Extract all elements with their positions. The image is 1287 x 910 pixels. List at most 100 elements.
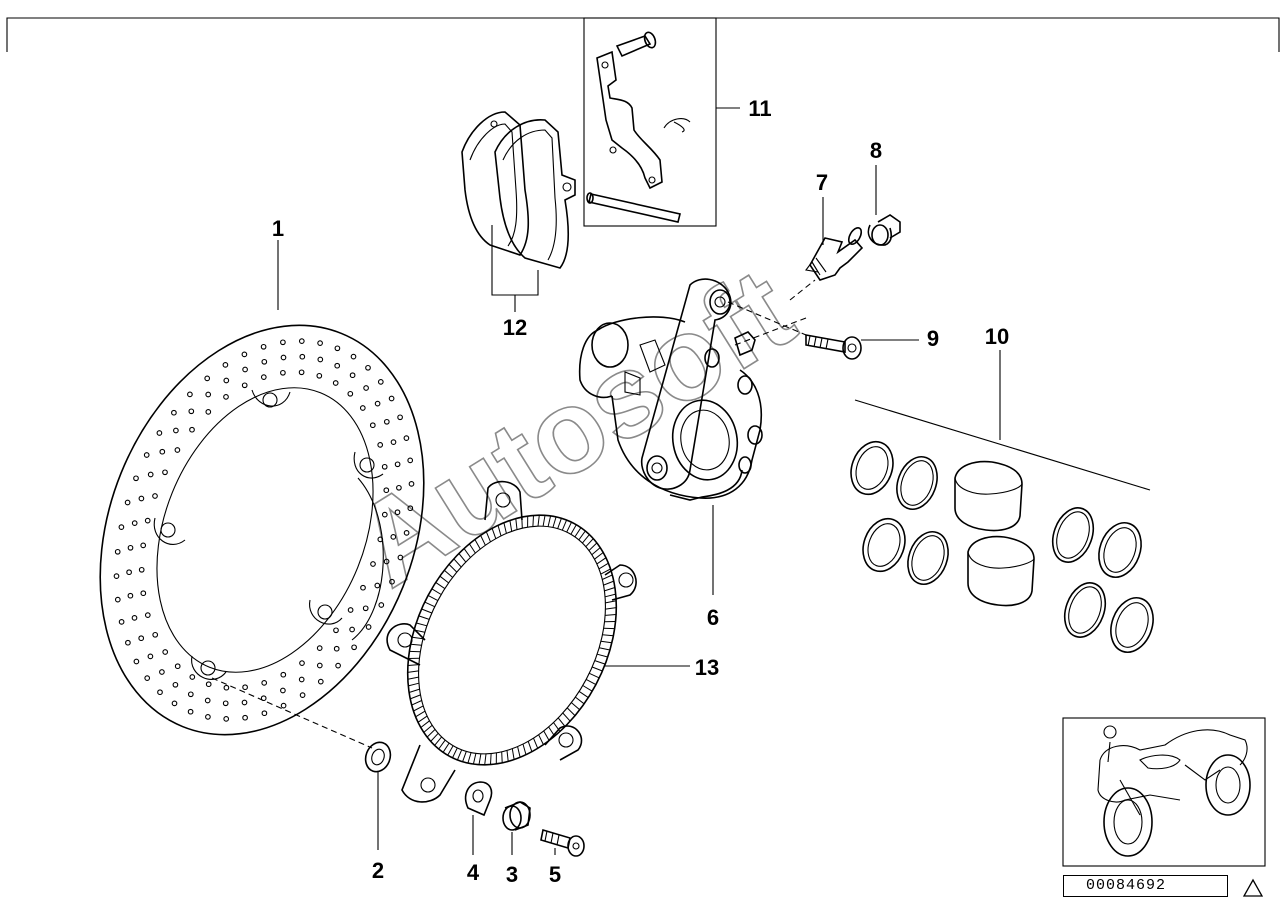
disc-hole — [187, 391, 193, 398]
disc-hole — [363, 385, 369, 391]
disc-hole — [241, 382, 248, 389]
pistons — [954, 460, 1035, 607]
ring-tooth — [598, 562, 609, 570]
disc-hole — [333, 627, 339, 634]
kit-spring-plate — [596, 50, 663, 190]
ring-tooth — [589, 672, 600, 679]
disc-hole — [396, 484, 402, 491]
disc-hole — [381, 511, 388, 518]
brake-caliper[interactable] — [578, 278, 763, 501]
disc-hole — [173, 427, 179, 434]
caliper-bolt[interactable] — [805, 334, 862, 360]
ring-tooth — [447, 745, 454, 756]
disc-hole — [205, 391, 212, 398]
disc-hole — [397, 414, 403, 421]
lock-plate[interactable] — [464, 781, 493, 817]
disc-hole — [365, 364, 371, 371]
ring-tooth — [603, 580, 614, 586]
ring-tooth — [416, 622, 428, 627]
disc-hole — [351, 644, 357, 651]
ring-tooth — [463, 548, 471, 558]
ring-tooth — [468, 543, 476, 554]
disc-hole — [140, 590, 147, 597]
disc-hole — [187, 708, 194, 715]
disc-hole — [334, 345, 341, 352]
ring-tooth — [605, 614, 617, 616]
disc-hole — [147, 653, 154, 660]
ring-tooth — [582, 685, 593, 692]
ring-tooth — [588, 542, 598, 551]
ring-tooth — [604, 593, 616, 598]
disc-hole — [388, 395, 395, 402]
brake-disc[interactable] — [42, 276, 483, 783]
disc-hole — [114, 596, 121, 603]
disc-hole — [159, 669, 165, 675]
disc-hole — [359, 405, 366, 411]
dust-cap[interactable] — [867, 214, 901, 246]
ring-tooth — [410, 694, 421, 700]
ring-tooth — [467, 752, 472, 764]
disc-hole — [377, 536, 384, 543]
disc-hole — [127, 592, 134, 599]
disc-hole — [114, 548, 121, 555]
ring-tooth — [407, 676, 419, 680]
disc-hole — [317, 340, 323, 346]
disc-hole — [407, 457, 414, 464]
disc-hole — [174, 447, 181, 453]
disc-hole — [125, 639, 131, 646]
ring-tooth — [435, 581, 446, 590]
leader-lines — [211, 107, 1151, 855]
washer[interactable] — [362, 739, 395, 775]
ring-tooth — [592, 666, 603, 672]
disc-hole — [377, 442, 384, 448]
disc-bolt[interactable] — [540, 828, 585, 857]
disc-hole — [204, 375, 211, 382]
disc-hole — [397, 554, 404, 561]
disc-hole — [157, 689, 163, 696]
seal-rings — [850, 440, 1154, 653]
disc-hole — [349, 372, 356, 379]
disc-hole — [242, 366, 248, 373]
ring-teeth — [407, 515, 617, 765]
disc-hole — [280, 339, 286, 346]
disc-hole — [138, 635, 145, 642]
ring-tooth — [585, 538, 594, 548]
disc-hole — [144, 612, 151, 618]
disc-hole — [299, 353, 306, 360]
disc-hole — [174, 663, 181, 670]
ring-tooth — [421, 608, 432, 614]
disc-hole — [126, 569, 132, 576]
callout-3: 3 — [506, 862, 518, 887]
disc-hole — [350, 353, 357, 360]
ring-tooth — [596, 557, 607, 565]
disc-hole — [241, 351, 248, 358]
disc-hole — [335, 662, 341, 669]
ring-tooth — [501, 751, 503, 763]
disc-hole — [260, 374, 267, 380]
ring-tooth — [575, 696, 585, 705]
disc-hole — [223, 377, 230, 384]
callout-10: 10 — [985, 324, 1009, 349]
piston-seal-kit[interactable] — [844, 436, 1160, 658]
ring-tooth — [562, 712, 571, 722]
sleeve-nut[interactable] — [502, 801, 531, 831]
disc-hole — [171, 700, 178, 707]
disc-hole — [369, 422, 376, 429]
disc-hole — [124, 499, 131, 506]
ring-tooth — [594, 660, 606, 665]
disc-hole — [390, 534, 397, 540]
caliper-hardware-kit[interactable] — [583, 17, 717, 227]
abs-sensor-ring[interactable] — [366, 479, 658, 803]
ring-tooth — [596, 653, 608, 658]
ring-tooth — [413, 705, 424, 712]
ring-tooth — [491, 528, 497, 539]
disc-holes — [113, 338, 415, 722]
bleeder-valve[interactable] — [805, 226, 864, 281]
callout-7: 7 — [816, 170, 828, 195]
ring-tooth — [408, 688, 420, 693]
callout-6: 6 — [707, 605, 719, 630]
ring-tooth — [542, 515, 546, 527]
brake-pads[interactable] — [461, 111, 576, 269]
kit-clip — [663, 118, 691, 133]
disc-hole — [241, 699, 248, 706]
